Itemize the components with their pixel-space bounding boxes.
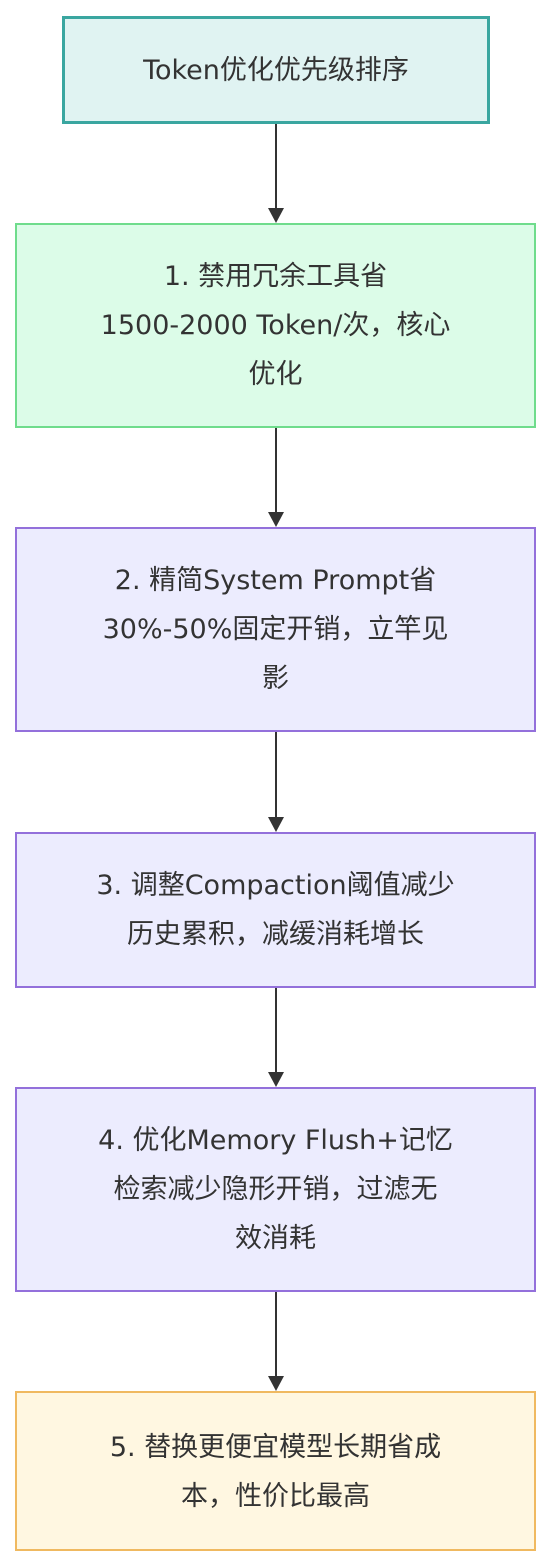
step-node-4-line-3: 效消耗 <box>235 1223 316 1254</box>
step-node-2-line-2: 30%-50%固定开销，立竿见 <box>102 614 449 645</box>
step-node-3: 3. 调整Compaction阈值减少 历史累积，减缓消耗增长 <box>15 832 536 988</box>
step-node-5-line-1: 5. 替换更便宜模型长期省成 <box>109 1432 442 1463</box>
arrowhead-icon <box>268 208 284 223</box>
step-node-2-line-3: 影 <box>262 663 289 694</box>
step-node-1-line-3: 优化 <box>248 359 303 390</box>
step-node-5: 5. 替换更便宜模型长期省成 本，性价比最高 <box>15 1391 536 1551</box>
step-node-5-label: 5. 替换更便宜模型长期省成 本，性价比最高 <box>110 1423 441 1521</box>
step-node-4: 4. 优化Memory Flush+记忆 检索减少隐形开销，过滤无 效消耗 <box>15 1087 536 1292</box>
step-node-1-line-1: 1. 禁用冗余工具省 <box>163 261 388 292</box>
step-node-3-line-2: 历史累积，减缓消耗增长 <box>126 919 424 950</box>
title-node-label: Token优化优先级排序 <box>143 54 409 86</box>
step-node-2-line-1: 2. 精简System Prompt省 <box>114 565 437 596</box>
flowchart: Token优化优先级排序 1. 禁用冗余工具省 1500-2000 Token/… <box>15 16 536 1551</box>
arrow-step2-to-step3 <box>268 732 284 832</box>
arrowhead-icon <box>268 1376 284 1391</box>
title-node: Token优化优先级排序 <box>62 16 490 124</box>
step-node-2: 2. 精简System Prompt省 30%-50%固定开销，立竿见 影 <box>15 527 536 732</box>
arrow-step3-to-step4 <box>268 988 284 1087</box>
arrow-step1-to-step2 <box>268 428 284 527</box>
flowchart-connectors <box>268 124 284 1391</box>
arrowhead-icon <box>268 512 284 527</box>
step-node-5-line-2: 本，性价比最高 <box>181 1481 370 1512</box>
step-node-2-label: 2. 精简System Prompt省 30%-50%固定开销，立竿见 影 <box>103 556 449 703</box>
step-node-4-label: 4. 优化Memory Flush+记忆 检索减少隐形开销，过滤无 效消耗 <box>98 1116 453 1263</box>
step-node-1-label: 1. 禁用冗余工具省 1500-2000 Token/次，核心 优化 <box>101 252 451 399</box>
step-node-4-line-1: 4. 优化Memory Flush+记忆 <box>98 1125 453 1156</box>
arrowhead-icon <box>268 1072 284 1087</box>
step-node-1: 1. 禁用冗余工具省 1500-2000 Token/次，核心 优化 <box>15 223 536 428</box>
arrow-step4-to-step5 <box>268 1292 284 1391</box>
arrow-title-to-step1 <box>268 124 284 223</box>
step-node-3-line-1: 3. 调整Compaction阈值减少 <box>96 870 455 901</box>
step-node-1-line-2: 1500-2000 Token/次，核心 <box>100 310 451 341</box>
arrowhead-icon <box>268 817 284 832</box>
step-node-3-label: 3. 调整Compaction阈值减少 历史累积，减缓消耗增长 <box>96 861 454 959</box>
step-node-4-line-2: 检索减少隐形开销，过滤无 <box>113 1174 438 1205</box>
